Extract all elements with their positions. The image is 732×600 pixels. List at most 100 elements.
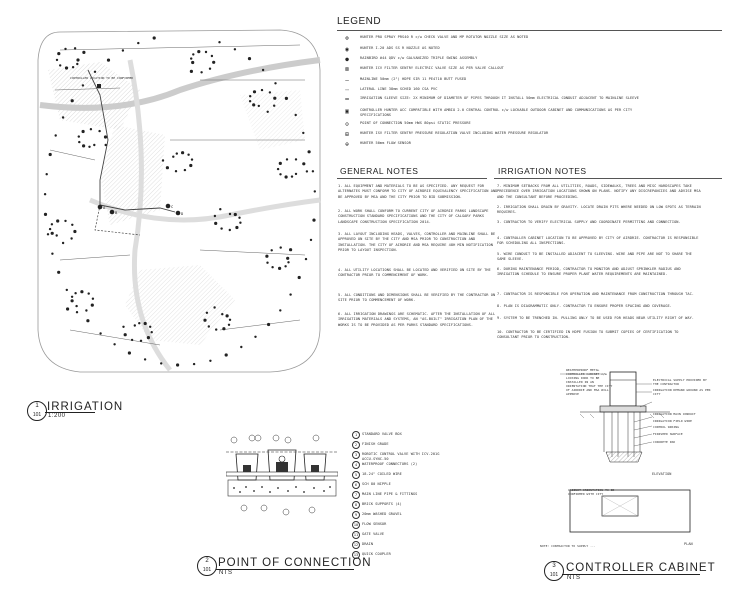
- mainline-icon: —: [345, 77, 349, 84]
- general-note: 6. ALL IRRIGATION DRAWINGS ARE SCHEMATIC…: [338, 312, 496, 327]
- poc-item-text: WATERPROOF CONNECTORS (2): [362, 462, 418, 466]
- sprinkler-head-icon: [70, 237, 73, 240]
- sprinkler-head-icon: [73, 47, 77, 50]
- poc-item-number: 1: [352, 431, 360, 439]
- sprinkler-head-icon: [289, 293, 292, 296]
- sprinkler-head-icon: [210, 54, 214, 58]
- legend-item-text: POINT OF CONNECTION 50mm HWS 80psi STATI…: [360, 121, 471, 125]
- legend-item: ⊗ HUNTER PRO SPRAY PRS40 R c/w CHECK VALV…: [340, 34, 730, 43]
- sprinkler-head-icon: [98, 129, 101, 133]
- point-of-connection-detail: [150, 420, 225, 535]
- sprinkler-head-icon: [267, 322, 271, 327]
- sprinkler-head-icon: [59, 64, 62, 67]
- legend-item: — MAINLINE 50mm (2") HDPE SIR 11 PE4710 B…: [340, 76, 730, 85]
- sprinkler-head-icon: [284, 96, 288, 100]
- cabinet-label-8: CONCRETE PAD: [653, 440, 676, 444]
- sprinkler-head-icon: [207, 325, 210, 328]
- legend-item: ◉HUNTER I-20 ADS SS R NOZZLE AS NOTED: [340, 45, 730, 54]
- sprinkler-head-icon: [187, 153, 190, 156]
- sprinkler-head-icon: [64, 219, 67, 223]
- sprinkler-head-icon: [54, 134, 57, 137]
- legend-item-text: HUNTER PRO SPRAY PRS40 R c/w CHECK VALVE…: [360, 35, 529, 39]
- legend-item: ⊞HUNTER ISV FILTER SENTRY PRESSURE REGUL…: [340, 130, 730, 139]
- sprinkler-head-icon: [200, 71, 203, 74]
- sprinkler-head-icon: [222, 327, 226, 331]
- general-note: 4. ALL UTILITY LOCATIONS SHALL BE LOCATE…: [338, 268, 491, 278]
- sprinkler-head-icon: [64, 47, 67, 51]
- sprinkler-head-icon: [225, 314, 229, 318]
- sprinkler-head-icon: [219, 208, 222, 211]
- sprinkler-head-icon: [48, 227, 52, 231]
- poc-item-number: 11: [352, 531, 360, 539]
- sprinkler-head-icon: [209, 359, 212, 362]
- general-note: 1. ALL EQUIPMENT AND MATERIALS TO BE AS …: [338, 184, 498, 199]
- sprinkler-head-icon: [150, 331, 153, 334]
- irrigation-note: 6. DURING MAINTENANCE PERIOD, CONTRACTOR…: [497, 267, 681, 277]
- sprinkler-head-icon: [233, 212, 237, 217]
- detail-bubble-cabinet: 3 101: [544, 561, 564, 581]
- irrigation-note: 9. SYSTEM TO BE TRENCHED IN. PULLING ONL…: [497, 316, 695, 320]
- sprinkler-head-icon: [161, 159, 165, 162]
- valve-label-a: A: [103, 205, 106, 210]
- sprinkler-head-icon: [190, 57, 193, 60]
- cabinet-title: CONTROLLER CABINET: [566, 562, 716, 574]
- sprinkler-head-icon: [181, 151, 185, 155]
- sprinkler-head-icon: [247, 57, 252, 61]
- sprinkler-head-icon: [215, 328, 218, 331]
- sprinkler-head-icon: [64, 66, 69, 70]
- swing-joint-icon: ●: [345, 56, 349, 63]
- legend-item-text: HUNTER ISV FILTER SENTRY PRESSURE REGULA…: [360, 131, 549, 135]
- sprinkler-head-icon: [261, 68, 265, 72]
- sprinkler-head-icon: [88, 145, 91, 148]
- poc-item-number: 7: [352, 491, 360, 499]
- cabinet-label-6: CONTROL WIRING: [653, 425, 679, 429]
- sprinkler-head-icon: [274, 82, 277, 85]
- cabinet-elevation-label: ELEVATION: [652, 472, 672, 476]
- irrigation-plan: A B C D CONTROLLER LOCATION TO BE CONFIR…: [37, 29, 321, 373]
- poc-item-text: BRICK SUPPORTS (4): [362, 502, 402, 506]
- sprinkler-head-icon: [172, 155, 175, 158]
- sprinkler-head-icon: [56, 219, 60, 223]
- sprinkler-head-icon: [93, 143, 96, 147]
- sprinkler-head-icon: [51, 252, 54, 255]
- sprinkler-head-icon: [213, 306, 216, 309]
- sprinkler-head-icon: [61, 116, 65, 119]
- sprinkler-head-icon: [276, 167, 280, 171]
- sprinkler-head-icon: [228, 228, 231, 232]
- sprinkler-head-icon: [227, 323, 231, 326]
- poc-item-number: 5: [352, 471, 360, 479]
- sprinkler-head-icon: [189, 163, 193, 168]
- sprinkler-head-icon: [139, 339, 143, 342]
- sprinkler-head-icon: [76, 58, 80, 62]
- poc-item-number: 3: [352, 451, 360, 459]
- sprinkler-head-icon: [130, 338, 134, 342]
- sprinkler-head-icon: [302, 131, 305, 135]
- mainline: [87, 69, 176, 213]
- sprinkler-head-icon: [176, 363, 180, 367]
- poc-item-number: 9: [352, 511, 360, 519]
- sprinkler-head-icon: [123, 333, 127, 337]
- sprinkler-head-icon: [302, 162, 306, 166]
- legend-item-text: MAINLINE 50mm (2") HDPE SIR 11 PE4710 BU…: [360, 77, 467, 81]
- sprinkler-head-icon: [197, 50, 201, 54]
- cabinet-plan-orientation-label: CABINET ORIENTATION TO BE CONFIRMED WITH…: [568, 488, 615, 496]
- sprinkler-head-icon: [271, 266, 274, 269]
- poc-scale: NTS: [219, 570, 233, 576]
- poc-item-text: ROBOTIC CONTROL VALVE WITH ICV-201G ACCU…: [362, 452, 440, 462]
- sprinkler-head-icon: [294, 113, 297, 117]
- spray-head-icon: ⊗: [345, 35, 349, 42]
- poc-item-number: 10: [352, 521, 360, 529]
- sprinkler-head-icon: [252, 103, 256, 107]
- sprinkler-head-icon: [81, 84, 85, 87]
- irrigation-note: 3. CONTRACTOR TO VERIFY ELECTRICAL SUPPL…: [497, 220, 681, 224]
- irrigation-note: 8. PLAN IS DIAGRAMMATIC ONLY. CONTRACTOR…: [497, 304, 672, 308]
- sprinkler-head-icon: [61, 241, 65, 245]
- sprinkler-head-icon: [75, 304, 78, 308]
- valve-label-d: D: [181, 211, 184, 216]
- sprinkler-head-icon: [55, 234, 58, 237]
- sprinkler-head-icon: [121, 49, 125, 52]
- legend-item: ═IRRIGATION SLEEVE SIZE: 2X MINIMUM OF D…: [340, 95, 730, 104]
- poc-item-text: STANDARD VALVE BOX: [362, 432, 402, 436]
- sprinkler-head-icon: [273, 96, 277, 100]
- valve-icon: ⊠: [345, 66, 349, 73]
